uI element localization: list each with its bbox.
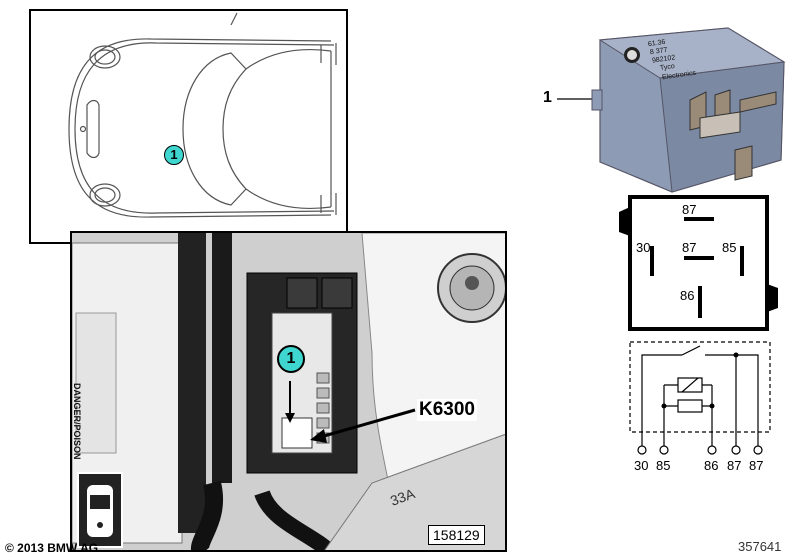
photo-callout-number: 1: [286, 350, 296, 367]
car-callout-number: 1: [170, 147, 178, 162]
car-location-panel: 1: [29, 9, 348, 246]
image-number-label: 158129: [428, 525, 485, 545]
schematic-terminal-86: 86: [704, 458, 719, 473]
engine-bay-photo: DANGER/POISON 1 K6300 33A 158129: [70, 231, 507, 552]
car-callout-marker: 1: [164, 145, 184, 165]
warning-label: DANGER/POISON: [72, 383, 82, 460]
pinout-left-label: 30: [636, 240, 651, 255]
schematic-terminal-87a: 87: [727, 458, 742, 473]
copyright-notice: © 2013 BMW AG: [5, 541, 99, 555]
relay-label-line4: Tyco: [659, 63, 676, 72]
schematic-terminal-30: 30: [634, 458, 649, 473]
car-outline: [68, 12, 337, 246]
schematic-terminal-87b: 87: [749, 458, 764, 473]
diagram-number: 357641: [738, 539, 782, 554]
relay-label-line5: Electronics: [661, 69, 697, 82]
relay-callout-number: 1: [543, 89, 552, 106]
pinout-bottom-label: 86: [680, 288, 695, 303]
schematic-terminal-85: 85: [656, 458, 671, 473]
component-code-label: K6300: [417, 399, 477, 421]
engine-bay-illustration: [72, 233, 505, 550]
photo-callout-marker: 1: [277, 345, 305, 373]
pinout-top-label: 87: [682, 202, 697, 217]
pinout-right-label: 85: [722, 240, 737, 255]
pinout-center-label: 87: [682, 240, 697, 255]
